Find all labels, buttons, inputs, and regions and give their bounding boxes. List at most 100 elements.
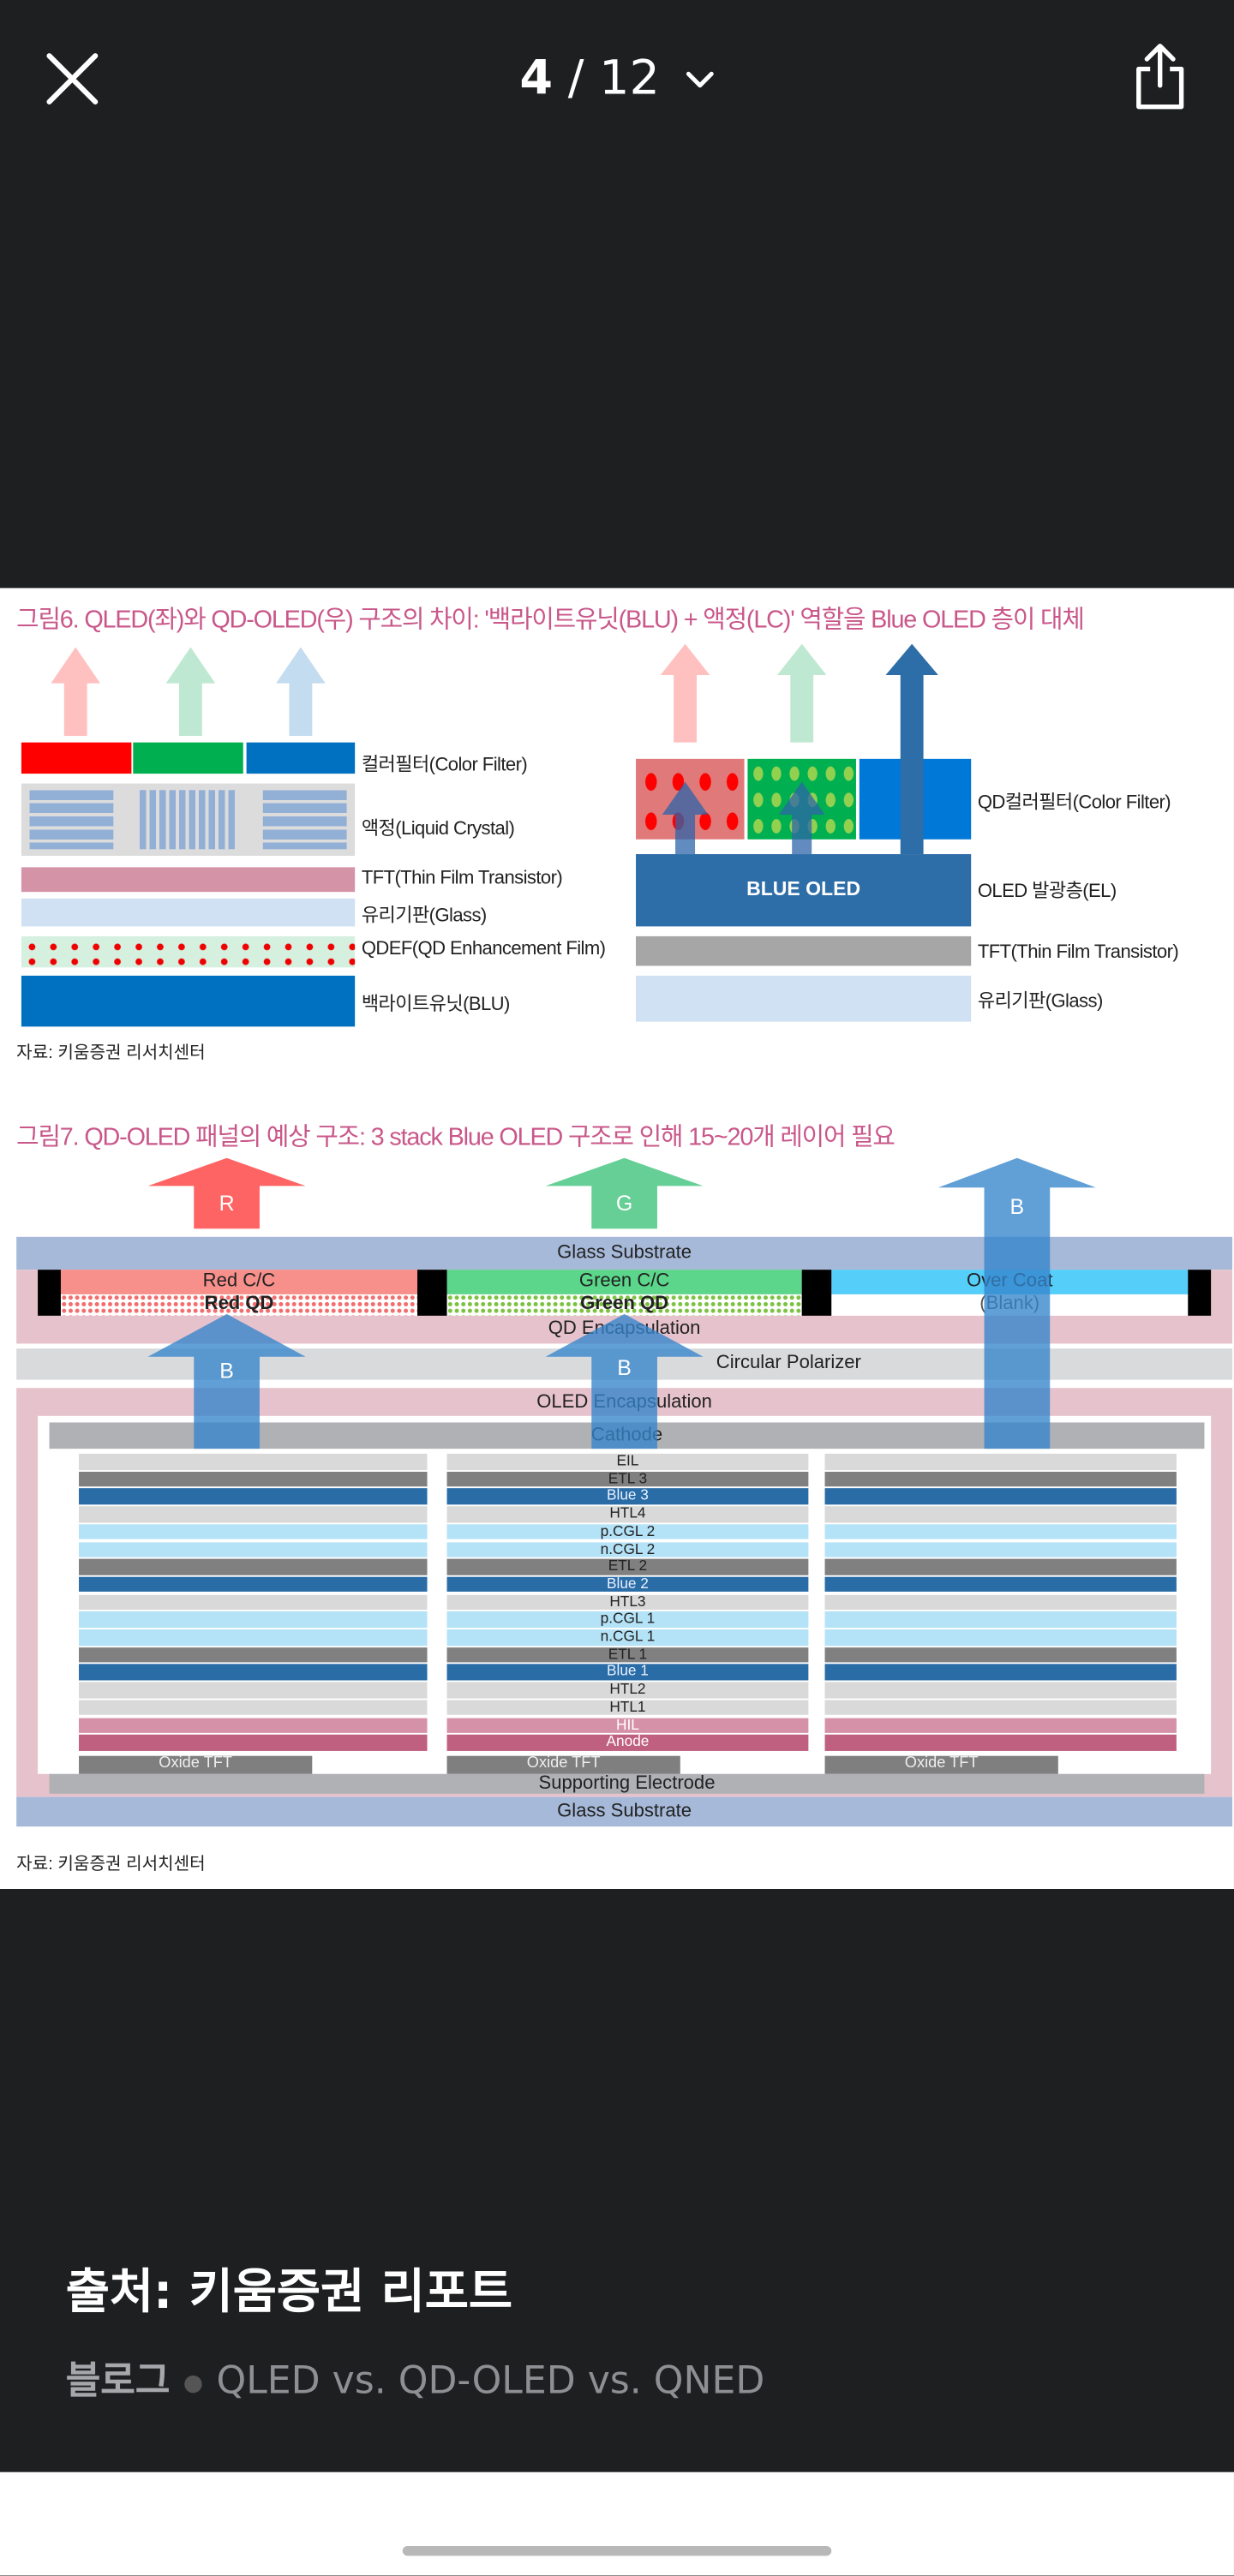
figure7-source: 자료: 키움증권 리서치센터 — [16, 1854, 206, 1874]
chevron-down-icon[interactable] — [685, 70, 715, 90]
oled-layer: Blue 3 — [446, 1488, 809, 1505]
page-separator: / — [567, 49, 584, 105]
oled-layer: HTL2 — [446, 1682, 809, 1698]
share-icon[interactable] — [1130, 43, 1189, 112]
color-filter-blue — [246, 742, 356, 774]
oled-layer: HTL1 — [446, 1699, 809, 1716]
oled-layer: n.CGL 1 — [446, 1629, 809, 1646]
qd-filter-green — [747, 758, 856, 840]
arrow-up-icon — [776, 643, 827, 743]
oled-layer: ETL 1 — [446, 1647, 809, 1663]
oled-layer — [79, 1647, 428, 1663]
blog-link[interactable]: 블로그 — [65, 2360, 171, 2404]
qd-encapsulation: QD Encapsulation — [548, 1319, 701, 1340]
oled-layer — [824, 1594, 1177, 1611]
tft-layer — [21, 867, 356, 893]
oled-layer — [824, 1541, 1177, 1557]
oled-layer — [79, 1735, 428, 1751]
current-page: 4 — [519, 49, 554, 105]
label-tft-right: TFT(Thin Film Transistor) — [977, 942, 1179, 963]
glass-substrate-bottom: Glass Substrate — [16, 1796, 1233, 1827]
figure6-source: 자료: 키움증권 리서치센터 — [16, 1043, 206, 1063]
oled-layer: p.CGL 1 — [446, 1611, 809, 1628]
oled-layer: p.CGL 2 — [446, 1523, 809, 1540]
oled-layer — [79, 1717, 428, 1733]
oled-layer — [79, 1523, 428, 1540]
red-cc: Red C/C — [60, 1270, 418, 1294]
oled-layer — [79, 1700, 428, 1716]
arrow-r-label: R — [219, 1191, 235, 1216]
bottom-bar — [0, 2471, 1234, 2576]
supporting-electrode: Supporting Electrode — [49, 1773, 1205, 1794]
arrow-up-icon — [51, 647, 100, 736]
total-pages: 12 — [599, 49, 660, 105]
oled-layer — [79, 1558, 428, 1575]
color-filter-green — [133, 742, 243, 774]
arrow-b-label: B — [219, 1358, 234, 1384]
figure6-title: 그림6. QLED(좌)와 QD-OLED(우) 구조의 차이: '백라이트유닛… — [16, 606, 1085, 635]
green-cc: Green C/C — [446, 1270, 802, 1294]
blu-layer — [21, 975, 356, 1027]
caption-title: 출처: 키움증권 리포트 — [65, 2263, 513, 2320]
label-qdef: QDEF(QD Enhancement Film) — [361, 939, 606, 959]
liquid-crystal-layer — [21, 783, 356, 856]
oled-layer — [79, 1488, 428, 1505]
oled-layer — [824, 1611, 1177, 1628]
black-matrix — [38, 1270, 61, 1316]
oled-layer — [824, 1735, 1177, 1751]
qd-filter-red — [636, 758, 745, 840]
oled-encapsulation: OLED Encapsulation — [536, 1392, 712, 1413]
tft-layer-right — [636, 935, 972, 966]
oled-layer — [824, 1471, 1177, 1487]
oled-layer — [79, 1594, 428, 1611]
oled-layer: ETL 3 — [446, 1470, 809, 1487]
black-matrix — [417, 1270, 447, 1316]
label-oled-el: OLED 발광층(EL) — [977, 882, 1117, 902]
oled-layer — [79, 1541, 428, 1557]
oled-layer: n.CGL 2 — [446, 1540, 809, 1557]
label-tft: TFT(Thin Film Transistor) — [361, 869, 563, 889]
oled-layer: HTL3 — [446, 1593, 809, 1611]
oled-layer — [79, 1665, 428, 1681]
oled-layer: Blue 1 — [446, 1664, 809, 1681]
oxide-tft: Oxide TFT — [824, 1755, 1058, 1774]
oled-layer — [79, 1576, 428, 1593]
label-glass-right: 유리기판(Glass) — [977, 992, 1103, 1013]
oled-layer — [824, 1700, 1177, 1716]
oled-layer — [79, 1453, 428, 1470]
over-coat: Over Coat — [831, 1270, 1189, 1294]
post-title-link[interactable]: QLED vs. QD-OLED vs. QNED — [216, 2360, 765, 2404]
oled-layer — [824, 1665, 1177, 1681]
blue-oled-layer: BLUE OLED — [636, 854, 972, 927]
oled-layer — [79, 1629, 428, 1646]
oled-layer — [824, 1576, 1177, 1593]
caption-meta[interactable]: 블로그 ● QLED vs. QD-OLED vs. QNED — [66, 2349, 765, 2405]
report-image: 그림6. QLED(좌)와 QD-OLED(우) 구조의 차이: '백라이트유닛… — [0, 588, 1234, 1890]
oled-layer: Blue 2 — [446, 1576, 809, 1593]
oled-layer — [824, 1453, 1177, 1470]
arrow-up-icon — [165, 647, 216, 736]
oled-layer: Anode — [446, 1734, 809, 1751]
red-qd: Red QD — [60, 1294, 418, 1316]
oxide-tft: Oxide TFT — [446, 1755, 680, 1774]
green-qd: Green QD — [446, 1294, 802, 1316]
separator-dot: ● — [183, 2369, 204, 2396]
oled-layer: HIL — [446, 1717, 809, 1733]
home-indicator[interactable] — [402, 2545, 832, 2556]
black-matrix — [1188, 1270, 1212, 1316]
oled-layer: ETL 2 — [446, 1558, 809, 1575]
blank: (Blank) — [831, 1294, 1189, 1316]
close-icon[interactable] — [43, 50, 102, 109]
glass-layer-right — [636, 975, 972, 1022]
oled-layer — [824, 1647, 1177, 1663]
oled-layer: EIL — [446, 1453, 809, 1470]
page-indicator[interactable]: 4 / 12 — [0, 50, 1234, 105]
oled-layer — [79, 1471, 428, 1487]
color-filter-red — [21, 742, 132, 774]
glass-substrate-top: Glass Substrate — [16, 1236, 1233, 1270]
oled-layer — [79, 1611, 428, 1628]
oled-layer — [79, 1506, 428, 1522]
oled-layer — [79, 1682, 428, 1698]
arrow-up-icon — [660, 643, 710, 743]
glass-layer — [21, 898, 356, 927]
